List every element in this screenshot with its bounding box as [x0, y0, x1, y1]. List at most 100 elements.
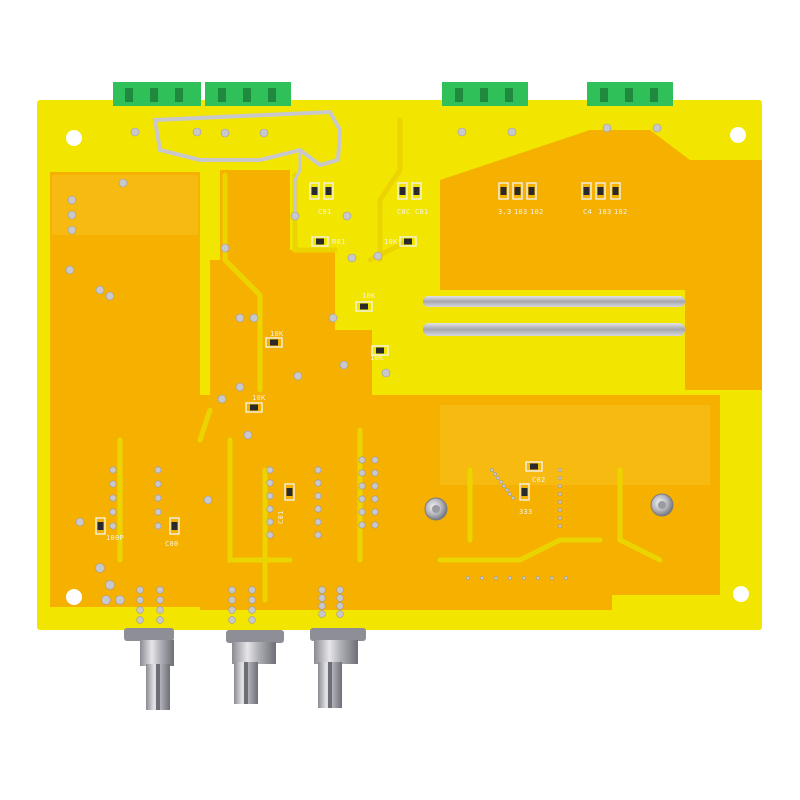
- solder-pad: [358, 482, 366, 490]
- solder-pad: [558, 508, 562, 512]
- solder-pad: [136, 616, 144, 624]
- solder-pad: [522, 576, 526, 580]
- solder-pad: [228, 616, 236, 624]
- solder-pad: [75, 517, 85, 527]
- solder-pad: [156, 606, 164, 614]
- solder-pad: [508, 492, 512, 496]
- solder-pad: [235, 382, 245, 392]
- solder-pad: [328, 313, 338, 323]
- solder-pad: [466, 576, 470, 580]
- solder-pad: [136, 596, 144, 604]
- solder-pad: [505, 488, 509, 492]
- solder-pad: [235, 313, 245, 323]
- solder-pad: [109, 466, 117, 474]
- solder-pad: [156, 596, 164, 604]
- solder-pad: [381, 368, 391, 378]
- solder-pad: [220, 243, 230, 253]
- solder-pad: [358, 508, 366, 516]
- silk-label-10k-mid: 10K: [362, 292, 376, 300]
- solder-pad: [156, 616, 164, 624]
- solder-pad: [490, 468, 494, 472]
- silk-label-10k-side: 10K: [370, 354, 384, 362]
- solder-pad: [248, 616, 256, 624]
- smd-resistor: [525, 461, 543, 472]
- silk-label-c01-left: C01: [318, 208, 332, 216]
- smd-resistor: [512, 182, 523, 200]
- pcb-traces: [117, 117, 663, 603]
- solder-pad: [203, 495, 213, 505]
- solder-pad: [67, 210, 77, 220]
- screw-icon: [424, 493, 674, 521]
- silk-label-100p: 100P: [106, 534, 124, 542]
- solder-pad: [109, 480, 117, 488]
- smd-resistor: [371, 345, 389, 356]
- solder-pad: [156, 586, 164, 594]
- silk-label-c0c: C0C: [397, 208, 411, 216]
- solder-pad: [550, 576, 554, 580]
- solder-pad: [249, 313, 259, 323]
- solder-pad: [95, 563, 105, 573]
- smd-components: [95, 182, 621, 535]
- solder-pad: [314, 492, 322, 500]
- solder-pad: [371, 482, 379, 490]
- power-trace: [152, 109, 343, 220]
- solder-pad: [115, 595, 125, 605]
- solder-pad: [558, 484, 562, 488]
- solder-pad: [192, 127, 202, 137]
- solder-pad: [457, 127, 467, 137]
- solder-pad: [558, 468, 562, 472]
- solder-pad: [558, 500, 562, 504]
- solder-pad: [65, 265, 75, 275]
- solder-pad: [358, 469, 366, 477]
- solder-pads: [65, 123, 662, 624]
- solder-pad: [314, 505, 322, 513]
- smd-resistor: [519, 483, 530, 501]
- silk-label-r01: R01: [332, 238, 346, 246]
- solder-pad: [243, 430, 253, 440]
- solder-pad: [371, 521, 379, 529]
- solder-pad: [293, 371, 303, 381]
- solder-pad: [154, 494, 162, 502]
- silk-label-c02: C02: [532, 476, 546, 484]
- smd-resistor: [595, 182, 606, 200]
- solder-pad: [358, 495, 366, 503]
- solder-pad: [371, 456, 379, 464]
- solder-pad: [105, 580, 115, 590]
- smd-resistor: [610, 182, 621, 200]
- solder-pad: [228, 596, 236, 604]
- solder-pad: [266, 492, 274, 500]
- silkscreen-labels: C01 C01 C0C 3.3 103 102 C4 103 102 R01 1…: [106, 208, 627, 548]
- smd-resistor: [311, 236, 329, 247]
- solder-pad: [266, 518, 274, 526]
- smd-resistor: [399, 236, 417, 247]
- solder-pad: [318, 594, 326, 602]
- solder-pad: [220, 128, 230, 138]
- solder-pad: [494, 576, 498, 580]
- solder-pad: [336, 602, 344, 610]
- solder-pad: [347, 253, 357, 263]
- solder-pad: [259, 128, 269, 138]
- smd-resistor: [526, 182, 537, 200]
- solder-pad: [371, 508, 379, 516]
- silk-label-c01-mid: C01: [415, 208, 429, 216]
- solder-pad: [228, 586, 236, 594]
- solder-pad: [101, 595, 111, 605]
- solder-pad: [105, 291, 115, 301]
- smd-resistor: [95, 517, 106, 535]
- solder-pad: [109, 494, 117, 502]
- solder-pad: [266, 479, 274, 487]
- solder-pad: [314, 466, 322, 474]
- solder-pad: [314, 531, 322, 539]
- solder-pad: [558, 516, 562, 520]
- smd-resistor: [397, 182, 408, 200]
- silk-label-c4: C4: [583, 208, 592, 216]
- solder-pad: [502, 484, 506, 488]
- smd-resistor: [309, 182, 320, 200]
- smd-resistor: [323, 182, 334, 200]
- solder-pad: [109, 508, 117, 516]
- solder-pad: [358, 521, 366, 529]
- solder-pad: [493, 472, 497, 476]
- solder-pad: [314, 518, 322, 526]
- solder-pad: [217, 394, 227, 404]
